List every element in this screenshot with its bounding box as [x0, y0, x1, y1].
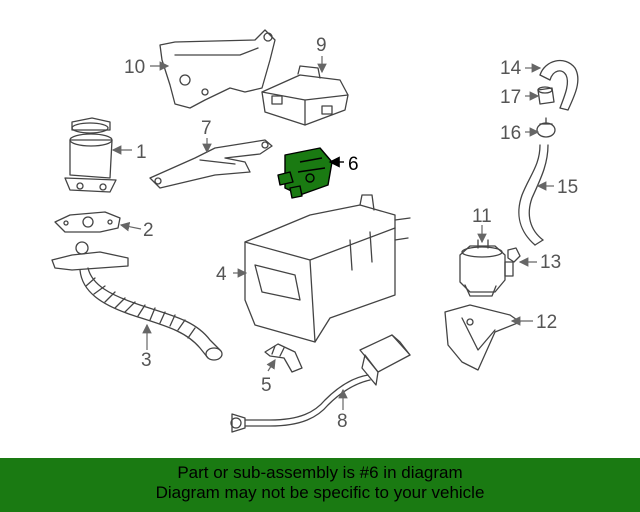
banner-line-1: Part or sub-assembly is #6 in diagram: [177, 463, 463, 482]
callout-10: 10: [124, 57, 145, 78]
part-5-hose-section: [264, 343, 303, 373]
part-11-air-pump: [459, 239, 514, 297]
part-6-vacuum-solenoid: [277, 147, 333, 199]
callout-17: 17: [500, 87, 521, 108]
info-banner: Part or sub-assembly is #6 in diagram Di…: [0, 458, 640, 512]
part-3-egr-tube: [51, 241, 223, 361]
part-7-bracket: [149, 139, 273, 189]
part-15-hose: [518, 144, 549, 246]
callout-13: 13: [540, 252, 561, 273]
callout-8: 8: [337, 411, 348, 432]
callout-11: 11: [472, 206, 492, 227]
part-16-check-valve: [536, 117, 556, 138]
part-8-sensor: [230, 334, 411, 433]
part-9-module: [261, 65, 349, 126]
callout-2: 2: [143, 220, 154, 241]
part-13-clip: [507, 247, 521, 263]
part-12-bracket: [444, 304, 521, 371]
callout-1: 1: [136, 142, 147, 163]
part-1-egr-valve: [64, 117, 117, 193]
callout-4: 4: [216, 264, 227, 285]
banner-line-2: Diagram may not be specific to your vehi…: [155, 483, 485, 502]
part-17-clamp: [537, 86, 555, 105]
callout-9: 9: [316, 35, 327, 56]
callout-7: 7: [201, 118, 212, 139]
parts-diagram: 1 2 3 4 5 6 7 8 9 10 11 12 13 14 15 16 1…: [51, 29, 579, 433]
part-10-bracket: [159, 29, 276, 109]
part-4-canister: [244, 194, 411, 343]
callout-12: 12: [536, 312, 557, 333]
callout-6: 6: [348, 154, 359, 175]
callout-5: 5: [261, 375, 272, 396]
callout-16: 16: [500, 123, 521, 144]
callout-14: 14: [500, 58, 522, 79]
callout-15: 15: [557, 177, 578, 198]
part-2-gasket: [54, 211, 121, 233]
callout-3: 3: [141, 350, 152, 371]
part-14-hose: [539, 59, 579, 111]
